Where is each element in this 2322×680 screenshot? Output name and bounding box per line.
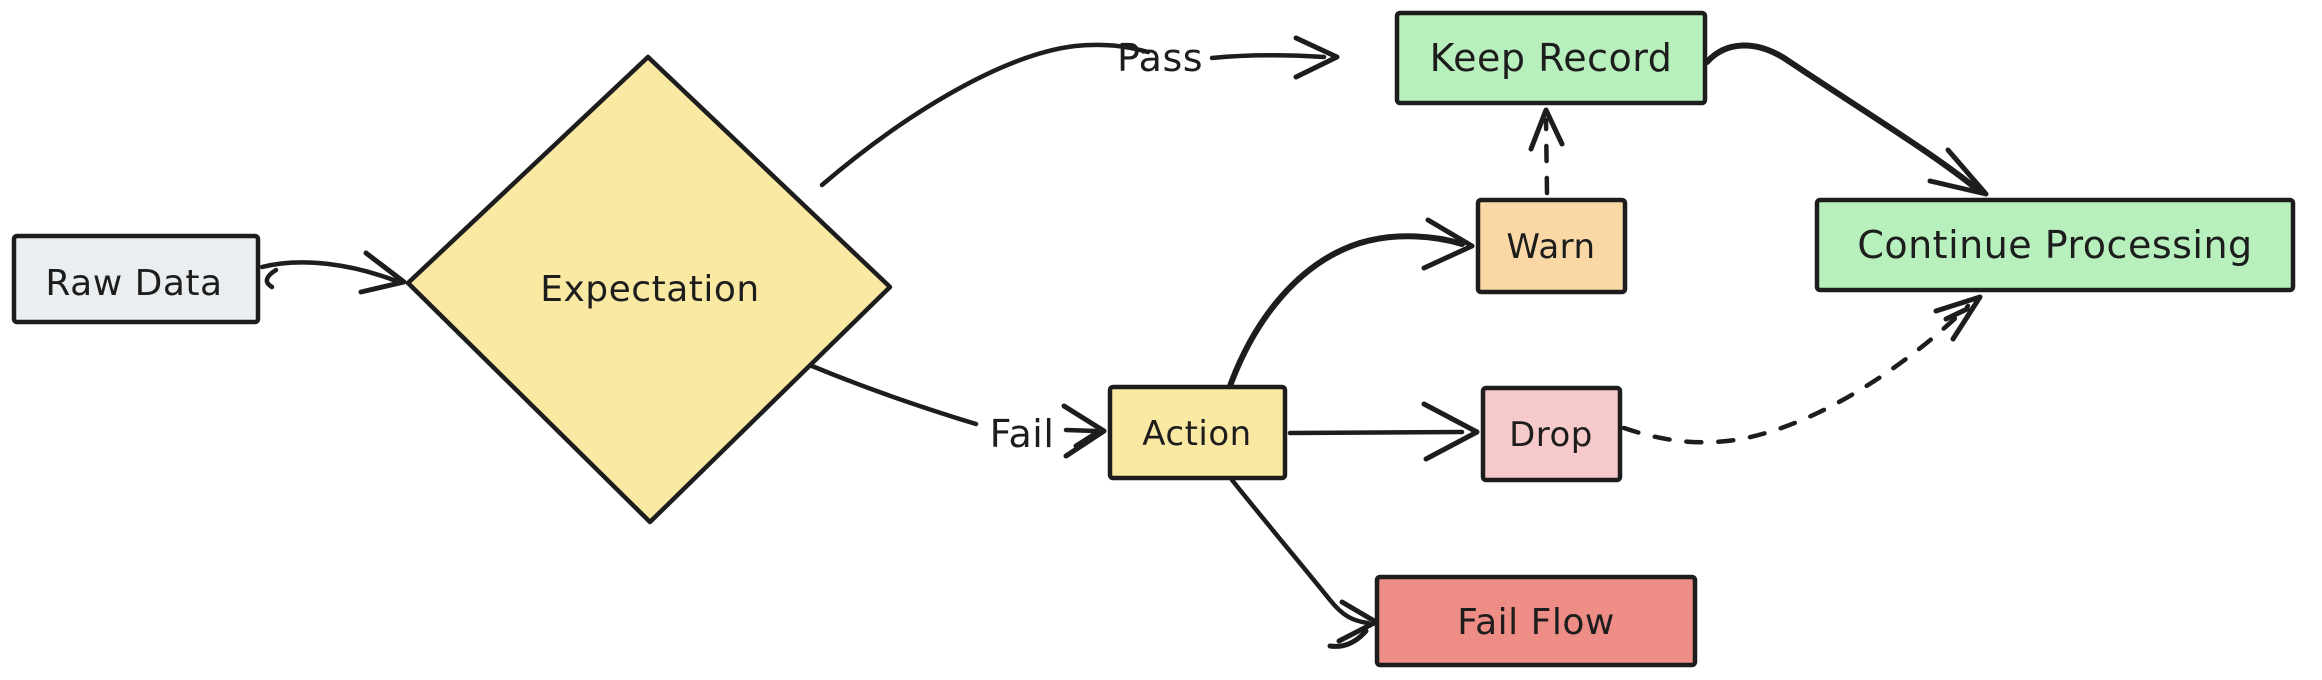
- node-keep-record-label: Keep Record: [1430, 36, 1673, 80]
- node-raw-data-shape: [11, 233, 261, 325]
- node-expectation-shape: [405, 54, 893, 525]
- edge-drop-continue-arrowhead-inner: [1943, 306, 1970, 322]
- edge-action-drop-arrowhead: [1421, 401, 1480, 462]
- node-keep-record-shape: [1394, 10, 1708, 106]
- edge-drop-continue: [1621, 294, 1983, 445]
- node-warn-label: Warn: [1506, 227, 1595, 267]
- edge-action-drop-line: [1287, 429, 1465, 436]
- node-raw-data: Raw Data: [11, 233, 261, 325]
- node-drop: Drop: [1480, 385, 1623, 483]
- node-fail-flow-shape: [1374, 574, 1698, 668]
- edge-fail-line: [809, 363, 979, 427]
- edge-pass-line: [819, 42, 1151, 188]
- node-drop-label: Drop: [1509, 415, 1593, 455]
- node-expectation-label: Expectation: [540, 269, 759, 310]
- node-action: Action: [1107, 384, 1288, 481]
- edge-fail-arrowhead: [1061, 403, 1107, 459]
- edge-label-fail: Fail: [990, 412, 1055, 456]
- edge-fail-arrowline: [1063, 427, 1099, 434]
- edge-keeprecord-continue: [1704, 42, 1989, 197]
- edge-action-drop: [1287, 401, 1480, 462]
- node-raw-data-label: Raw Data: [45, 263, 222, 304]
- edge-warn-keeprecord-line: [1543, 117, 1550, 196]
- edge-pass-arrowhead: [1293, 35, 1340, 80]
- edge-expectation-keeprecord: Pass: [819, 35, 1340, 188]
- edge-pass-arrowline: [1209, 53, 1327, 61]
- edge-keeprecord-continue-line: [1704, 42, 1982, 194]
- node-fail-flow: Fail Flow: [1374, 574, 1698, 668]
- edge-drop-continue-arrowhead: [1933, 294, 1983, 342]
- node-action-shape: [1107, 384, 1288, 481]
- edge-action-warn-line: [1227, 233, 1465, 389]
- node-continue-processing: Continue Processing: [1814, 197, 2296, 293]
- node-continue-processing-shape: [1814, 197, 2296, 293]
- node-keep-record: Keep Record: [1394, 10, 1708, 106]
- edge-warn-keeprecord: [1528, 107, 1565, 196]
- edge-fail-arrowhead-inner: [1073, 429, 1101, 449]
- edge-action-failflow: [1229, 477, 1379, 649]
- edge-keeprecord-continue-arrowhead: [1927, 147, 1989, 197]
- node-action-label: Action: [1142, 414, 1251, 454]
- node-continue-processing-label: Continue Processing: [1857, 223, 2252, 267]
- edge-action-warn-arrowhead: [1421, 217, 1475, 271]
- edge-rawdata-expectation-startcurl: [264, 267, 279, 290]
- node-warn: Warn: [1475, 197, 1628, 295]
- edge-rawdata-expectation: [259, 250, 407, 295]
- edge-rawdata-expectation-line: [259, 260, 399, 284]
- node-fail-flow-label: Fail Flow: [1457, 602, 1615, 643]
- edge-label-pass: Pass: [1117, 36, 1203, 80]
- node-drop-shape: [1480, 385, 1623, 483]
- node-expectation: Expectation: [405, 54, 893, 525]
- node-warn-shape: [1475, 197, 1628, 295]
- edge-action-warn: [1227, 217, 1475, 389]
- edge-rawdata-expectation-arrowhead: [358, 250, 407, 295]
- edge-action-failflow-arrowhead-swoosh: [1327, 628, 1369, 649]
- edge-action-failflow-line: [1229, 477, 1371, 626]
- edge-expectation-action: Fail: [809, 363, 1107, 459]
- edge-warn-keeprecord-arrowhead: [1528, 107, 1565, 152]
- edge-drop-continue-line: [1621, 303, 1971, 445]
